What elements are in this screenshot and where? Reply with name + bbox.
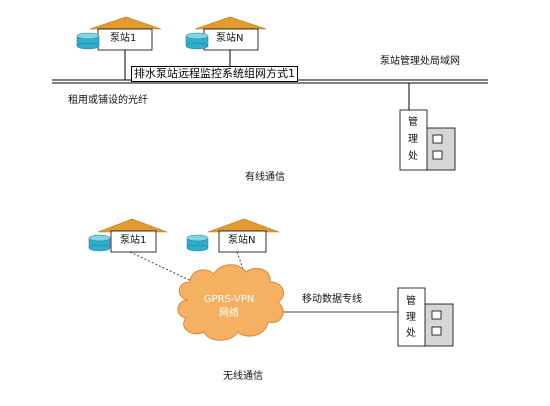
station-1-wireless-link <box>129 251 203 287</box>
lan-label: 泵站管理处局域网 <box>380 56 460 67</box>
office-char-3-wireless: 处 <box>406 328 416 339</box>
water-tank-icon <box>186 234 209 252</box>
gprs-vpn-cloud-icon <box>177 264 285 341</box>
pump-station-1-wired <box>76 16 162 51</box>
cloud-label-line1: GPRS-VPN <box>203 294 255 305</box>
pump-station-n-wireless <box>186 218 280 253</box>
station-building <box>110 230 157 253</box>
water-tank-icon <box>88 234 111 252</box>
wired-caption: 有线通信 <box>245 172 285 183</box>
station-roof <box>89 16 162 30</box>
office-char-1-wired: 管 <box>408 117 418 128</box>
station-roof <box>207 218 280 233</box>
office-char-3-wired: 处 <box>408 151 418 162</box>
water-tank-icon <box>76 32 100 50</box>
fiber-label: 租用或铺设的光纤 <box>68 95 148 106</box>
cloud-label-line2: 网络 <box>219 308 239 319</box>
pump-station-n-wired <box>185 16 267 51</box>
station-1-label-wireless: 泵站1 <box>120 235 147 246</box>
station-roof <box>194 16 267 30</box>
station-1-label-wired: 泵站1 <box>110 33 137 44</box>
water-tank-icon <box>185 32 209 50</box>
station-n-label-wireless: 泵站N <box>228 235 256 246</box>
station-roof <box>97 218 168 233</box>
station-n-label-wired: 泵站N <box>216 33 244 44</box>
management-office-wired <box>399 109 456 171</box>
wireless-caption: 无线通信 <box>223 371 263 382</box>
mobile-link-label: 移动数据专线 <box>302 294 362 305</box>
office-char-2-wireless: 理 <box>406 312 416 323</box>
management-office-wireless <box>397 287 454 347</box>
office-char-2-wired: 理 <box>408 134 418 145</box>
pump-station-1-wireless <box>88 218 168 253</box>
office-char-1-wireless: 管 <box>406 296 416 307</box>
station-building <box>218 230 267 253</box>
system-title: 排水泵站远程监控系统组网方式1 <box>131 66 298 82</box>
